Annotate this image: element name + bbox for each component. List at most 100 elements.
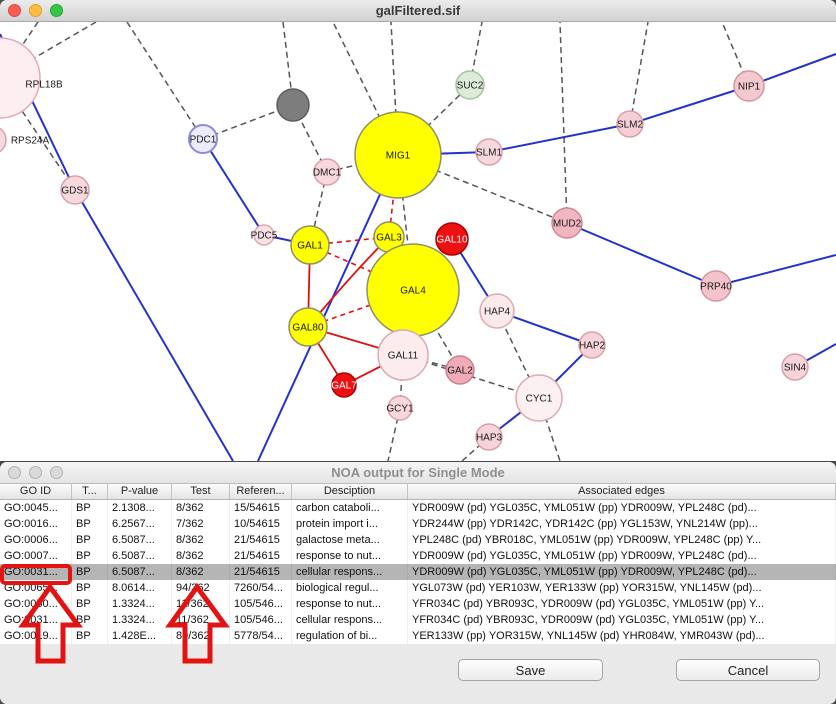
- zoom-button[interactable]: [50, 4, 63, 17]
- edge[interactable]: [74, 189, 234, 461]
- table-cell: YDR009W (pd) YGL035C, YML051W (pp) YDR00…: [408, 548, 836, 564]
- edge[interactable]: [559, 21, 568, 224]
- network-svg: RPL18BRPS24AGDS1PDC1DMC1MIG1SUC2SLM1SLM2…: [0, 21, 836, 461]
- node-pdc1[interactable]: [188, 124, 218, 154]
- column-header-t-[interactable]: T...: [72, 484, 108, 499]
- table-cell: 5778/54...: [230, 628, 292, 644]
- edge[interactable]: [282, 21, 294, 106]
- node-rps24a[interactable]: [0, 126, 7, 154]
- node-pdc5[interactable]: [253, 224, 275, 246]
- edge[interactable]: [397, 84, 471, 156]
- close-button[interactable]: [8, 4, 21, 17]
- column-header-p-value[interactable]: P-value: [108, 484, 172, 499]
- table-cell: 21/54615: [230, 564, 292, 580]
- table-cell: 7260/54...: [230, 580, 292, 596]
- node-hap4[interactable]: [479, 293, 515, 329]
- node-sin4[interactable]: [781, 353, 809, 381]
- node-mig1[interactable]: [354, 111, 442, 199]
- node-gray1[interactable]: [276, 88, 310, 122]
- node-gal7[interactable]: [331, 372, 357, 398]
- edge[interactable]: [202, 138, 265, 236]
- table-cell: 8/362: [172, 532, 230, 548]
- column-header-associated-edges[interactable]: Associated edges: [408, 484, 836, 499]
- table-cell: GO:0016...: [0, 516, 72, 532]
- node-suc2[interactable]: [455, 70, 485, 100]
- node-prp40[interactable]: [700, 270, 732, 302]
- node-gal80[interactable]: [288, 307, 328, 347]
- table-cell: YER133W (pp) YOR315W, YNL145W (pd) YHR08…: [408, 628, 836, 644]
- node-dmc1[interactable]: [313, 158, 341, 186]
- traffic-lights: [8, 4, 63, 17]
- table-cell: 1.3324...: [108, 596, 172, 612]
- node-gcy1[interactable]: [387, 395, 413, 421]
- table-cell: BP: [72, 612, 108, 628]
- node-gal10[interactable]: [435, 222, 469, 256]
- edge[interactable]: [566, 222, 717, 287]
- table-cell: BP: [72, 516, 108, 532]
- table-cell: 15/54615: [230, 500, 292, 516]
- close-button[interactable]: [8, 466, 21, 479]
- save-button[interactable]: Save: [458, 659, 603, 681]
- edge[interactable]: [715, 254, 836, 287]
- edge[interactable]: [488, 123, 631, 153]
- column-header-test[interactable]: Test: [172, 484, 230, 499]
- edge[interactable]: [387, 407, 401, 461]
- cancel-button[interactable]: Cancel: [676, 659, 820, 681]
- node-rpl18b[interactable]: [0, 37, 41, 119]
- column-header-referen-[interactable]: Referen...: [230, 484, 292, 499]
- table-cell: YFR034C (pd) YBR093C, YDR009W (pd) YGL03…: [408, 596, 836, 612]
- edge[interactable]: [126, 21, 204, 140]
- node-nip1[interactable]: [733, 70, 765, 102]
- node-gal2[interactable]: [445, 355, 475, 385]
- table-cell: BP: [72, 548, 108, 564]
- table-cell: BP: [72, 500, 108, 516]
- table-cell: YGL073W (pd) YER103W, YER133W (pp) YOR31…: [408, 580, 836, 596]
- node-label: HAP3: [476, 433, 503, 444]
- table-cell: GO:0065...: [0, 580, 72, 596]
- edge[interactable]: [629, 85, 750, 125]
- table-cell: response to nut...: [292, 596, 408, 612]
- node-slm2[interactable]: [616, 110, 644, 138]
- network-window-titlebar: galFiltered.sif: [0, 0, 836, 22]
- table-cell: GO:0006...: [0, 532, 72, 548]
- edge[interactable]: [629, 21, 649, 125]
- node-gds1[interactable]: [60, 175, 90, 205]
- edge[interactable]: [461, 436, 490, 461]
- minimize-button[interactable]: [29, 466, 42, 479]
- column-header-go-id[interactable]: GO ID: [0, 484, 72, 499]
- node-hap2[interactable]: [578, 331, 606, 359]
- table-cell: YFR034C (pd) YBR093C, YDR009W (pd) YGL03…: [408, 612, 836, 628]
- table-cell: 94/362: [172, 580, 230, 596]
- node-label: RPS24A: [11, 136, 50, 147]
- node-slm1[interactable]: [475, 138, 503, 166]
- minimize-button[interactable]: [29, 4, 42, 17]
- node-label: GAL4: [400, 286, 426, 297]
- edge[interactable]: [202, 104, 294, 140]
- table-cell: biological regul...: [292, 580, 408, 596]
- node-mud2[interactable]: [551, 207, 583, 239]
- zoom-button[interactable]: [50, 466, 63, 479]
- node-hap3[interactable]: [475, 423, 503, 451]
- table-cell: 8.0614...: [108, 580, 172, 596]
- node-gal1[interactable]: [290, 225, 330, 265]
- table-cell: 8/362: [172, 564, 230, 580]
- edge[interactable]: [257, 154, 399, 461]
- node-label: MIG1: [386, 151, 411, 162]
- column-header-desciption[interactable]: Desciption: [292, 484, 408, 499]
- node-gal11[interactable]: [377, 329, 429, 381]
- node-cyc1[interactable]: [515, 374, 563, 422]
- table-cell: protein import i...: [292, 516, 408, 532]
